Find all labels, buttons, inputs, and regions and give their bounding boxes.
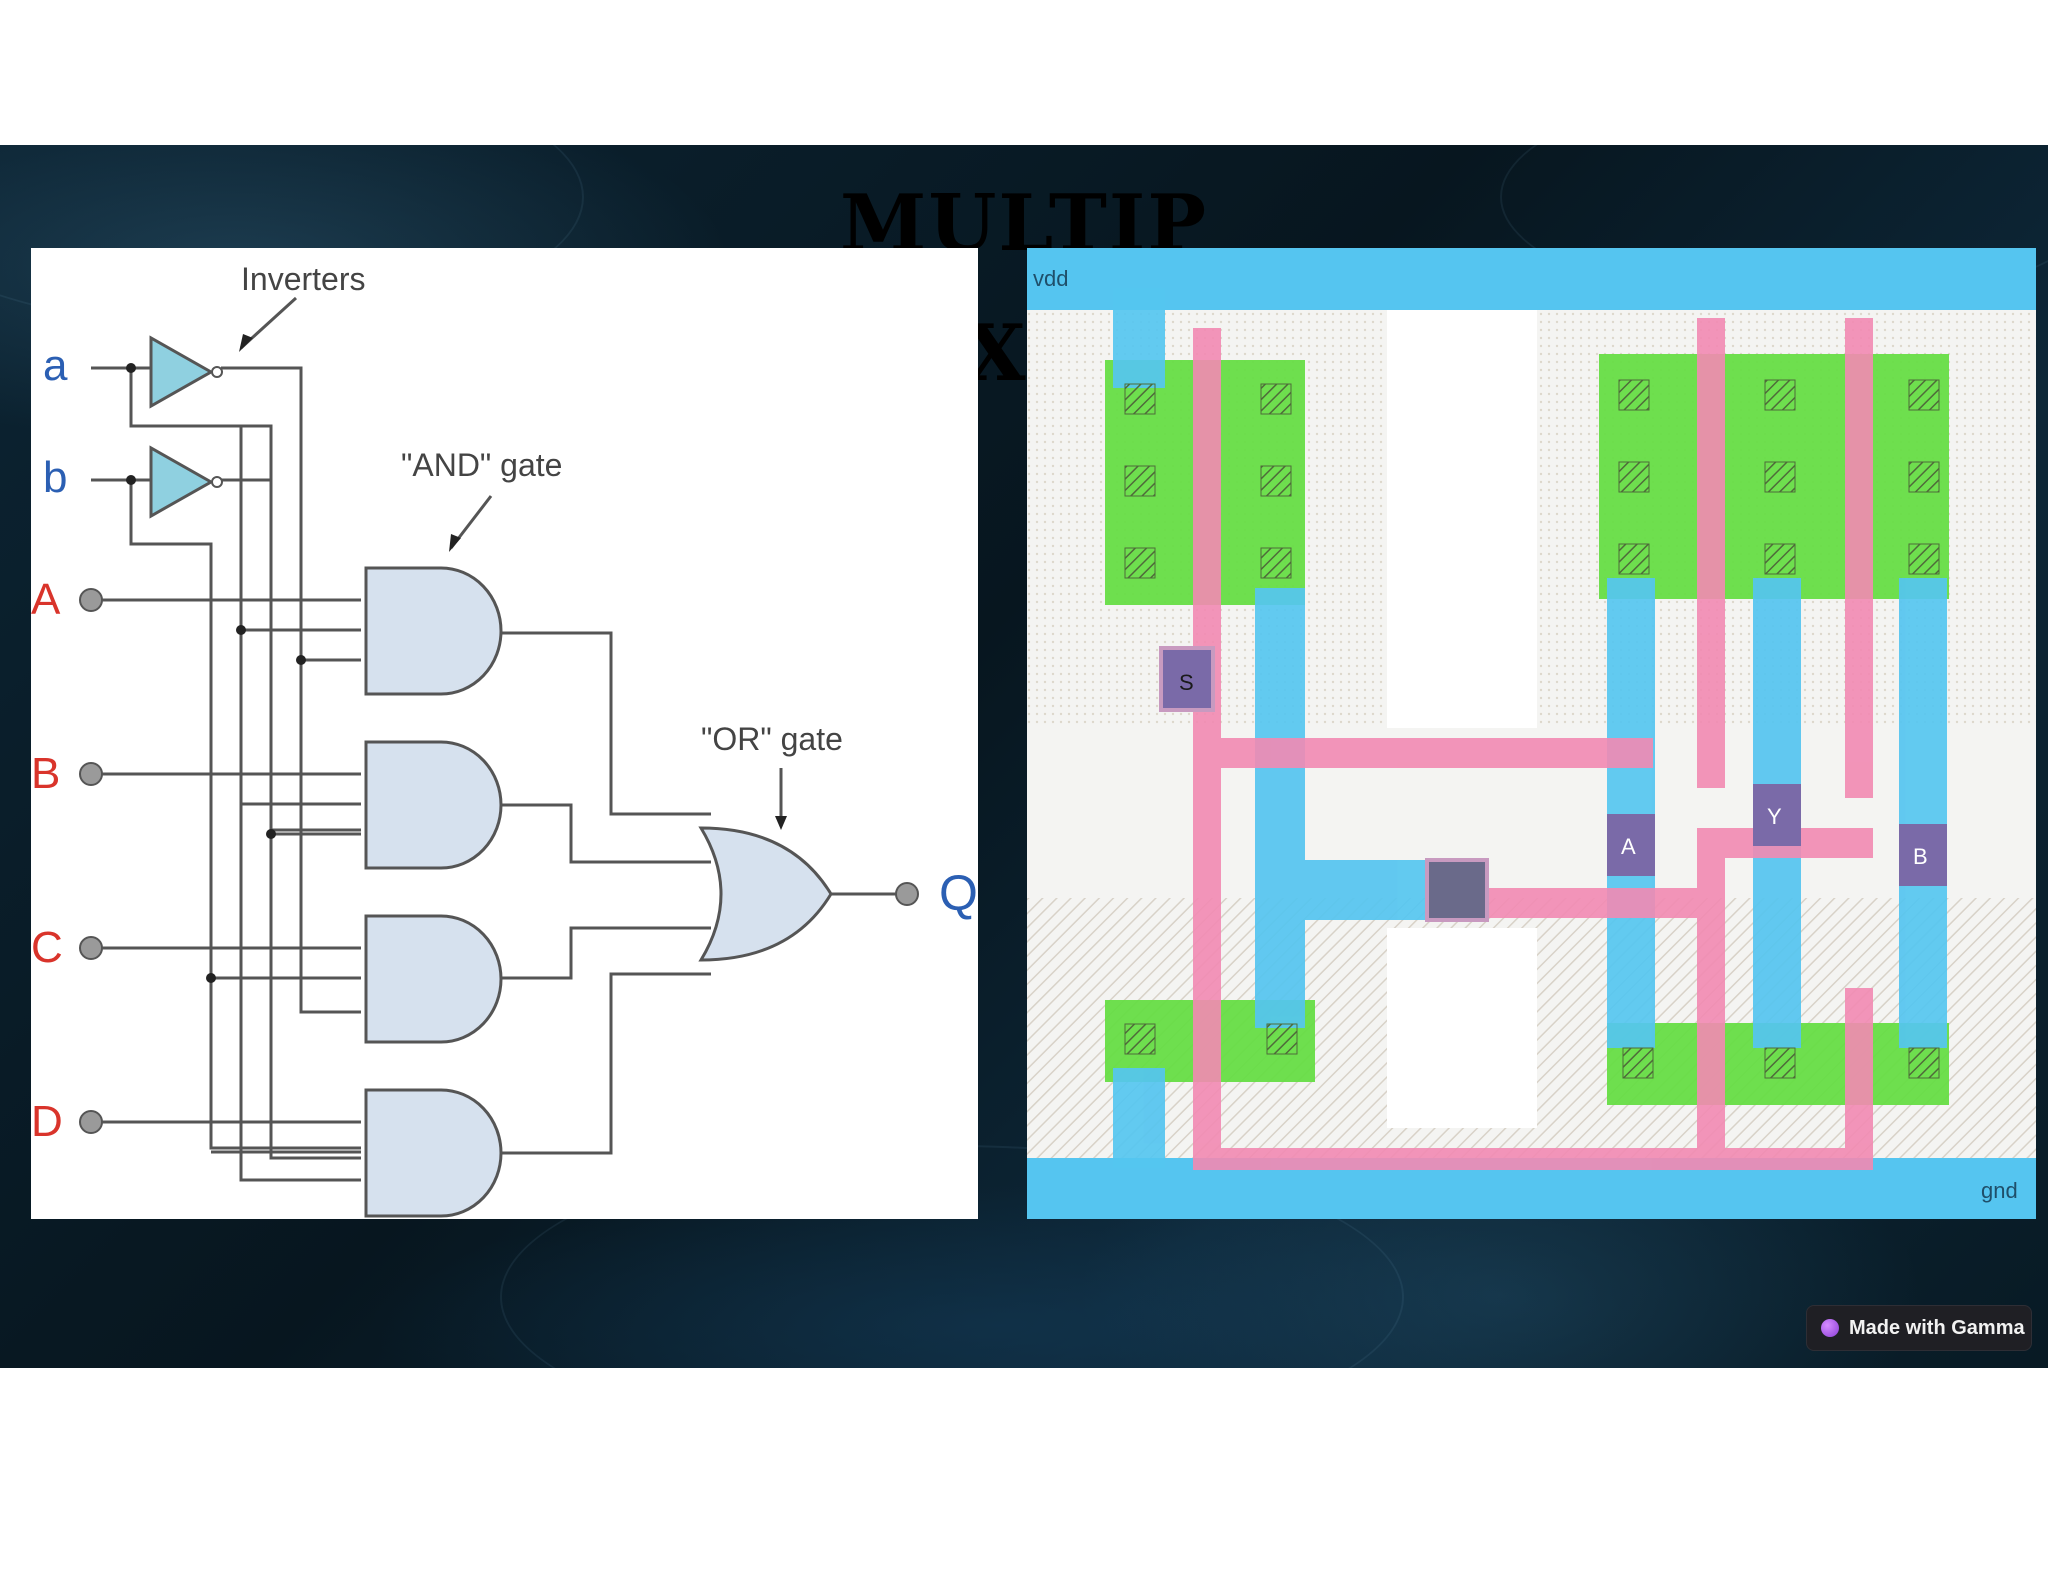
and-gate-1 <box>364 566 503 696</box>
terminal-Q <box>895 882 919 906</box>
pin-a-label: A <box>1621 834 1636 859</box>
vdd-label: vdd <box>1033 266 1068 291</box>
gnd-label: gnd <box>1981 1178 2018 1203</box>
vdd-rail <box>1027 248 2036 310</box>
or-gate <box>698 826 833 962</box>
data-label-C: C <box>31 923 63 972</box>
and-gate-2 <box>364 740 503 870</box>
pin-s-label: S <box>1179 670 1194 695</box>
badge-label: Made with Gamma <box>1849 1316 2025 1339</box>
terminal-C <box>79 936 103 960</box>
pin-s <box>1159 646 1215 712</box>
pin-internal <box>1425 858 1489 922</box>
and-gate-3 <box>364 914 503 1044</box>
logic-diagram-panel: Inverters "AND" gate "OR" gate a b A B C… <box>31 248 978 1219</box>
inverters-label: Inverters <box>241 261 365 297</box>
and-gate-4 <box>364 1088 503 1218</box>
terminal-A <box>79 588 103 612</box>
multiplexer-schematic: Inverters "AND" gate "OR" gate a b A B C… <box>31 261 978 1218</box>
or-gate-label: "OR" gate <box>701 721 843 757</box>
select-label-b: b <box>43 453 67 502</box>
output-label-Q: Q <box>939 865 978 921</box>
select-label-a: a <box>43 341 68 390</box>
terminal-D <box>79 1110 103 1134</box>
made-with-gamma-badge[interactable]: Made with Gamma <box>1806 1305 2032 1351</box>
inverter-b <box>149 445 223 519</box>
pin-y-label: Y <box>1767 804 1782 829</box>
data-label-D: D <box>31 1097 63 1146</box>
cmos-layout: vdd gnd <box>1027 248 2036 1219</box>
pin-y <box>1753 784 1801 846</box>
inverter-a <box>149 335 223 409</box>
data-label-B: B <box>31 749 60 798</box>
data-label-A: A <box>31 575 61 624</box>
and-gate-label: "AND" gate <box>401 447 562 483</box>
gamma-logo-icon <box>1821 1319 1839 1337</box>
terminal-B <box>79 762 103 786</box>
pin-b-label: B <box>1913 844 1928 869</box>
pin-b <box>1899 824 1947 886</box>
cmos-layout-panel: vdd gnd <box>1027 248 2036 1219</box>
pin-a <box>1607 814 1655 876</box>
